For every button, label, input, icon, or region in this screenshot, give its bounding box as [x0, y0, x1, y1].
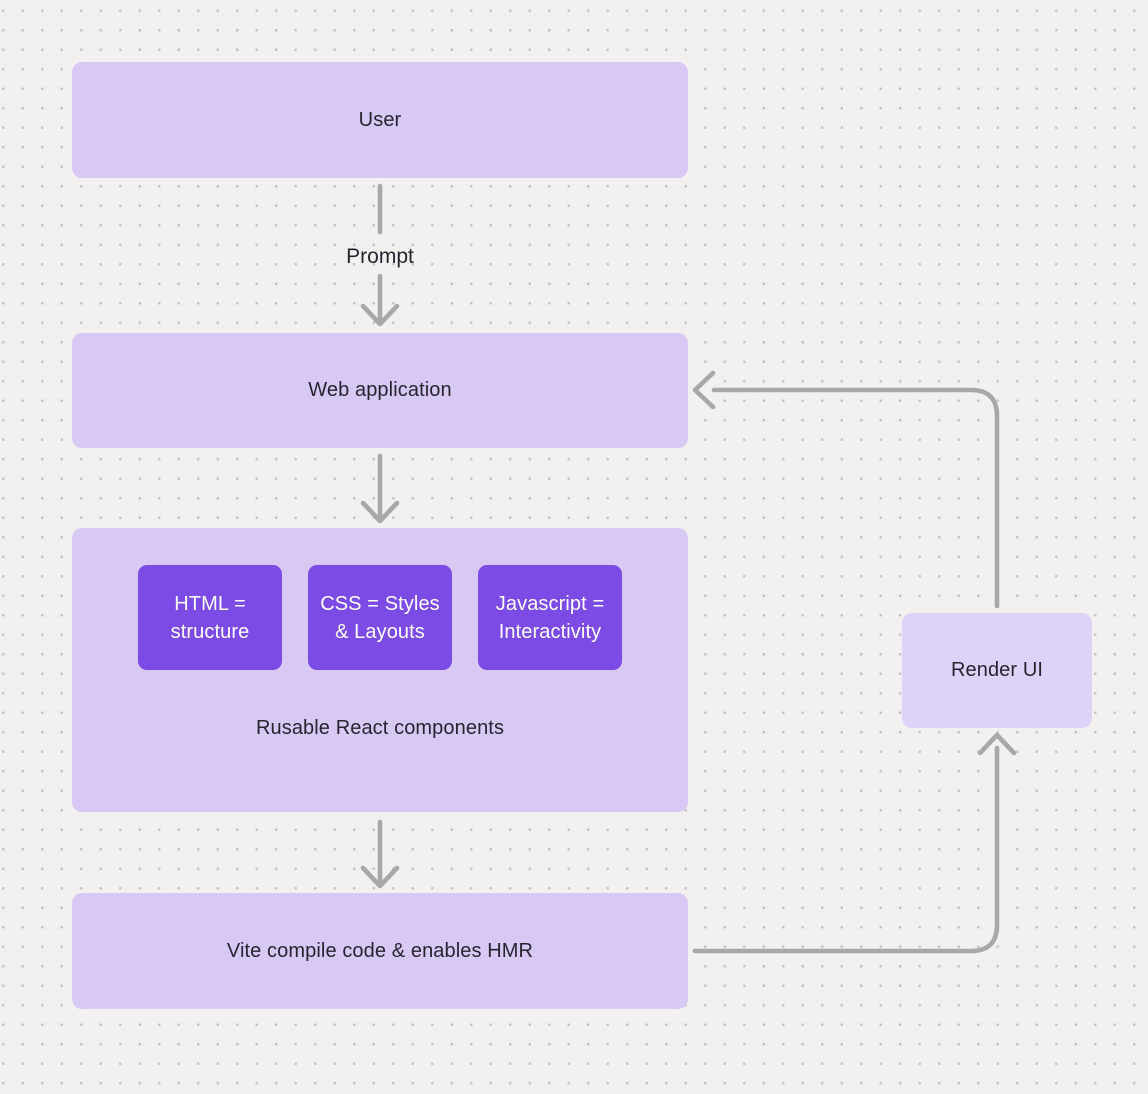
node-vite-label: Vite compile code & enables HMR: [226, 939, 534, 962]
arrow-user-to-web-head: [360, 303, 400, 327]
arrow-render-to-web-head: [692, 370, 716, 410]
node-user-label: User: [358, 108, 402, 131]
chip-css-styles: CSS = Styles & Layouts: [308, 565, 452, 670]
chip-html-line1: HTML =: [174, 592, 246, 615]
node-web-application-label: Web application: [308, 379, 452, 401]
arrow-render-to-web-line: [711, 387, 1000, 609]
chip-js-line2: Interactivity: [498, 620, 602, 643]
arrow-vite-to-render-line: [692, 745, 1000, 954]
node-components-group: HTML = structure CSS = Styles & Layouts …: [72, 528, 688, 812]
node-render-ui: Render UI: [902, 613, 1092, 728]
chip-css-line1: CSS = Styles: [320, 592, 440, 615]
chip-html-structure: HTML = structure: [138, 565, 282, 670]
chip-javascript-interactivity: Javascript = Interactivity: [478, 565, 622, 670]
node-user: User: [72, 62, 688, 178]
components-group-caption: Rusable React components: [255, 717, 505, 739]
edge-label-prompt: Prompt: [346, 245, 414, 268]
arrow-web-to-group-head: [360, 500, 400, 524]
node-web-application: Web application: [72, 333, 688, 448]
chip-css-line2: & Layouts: [335, 620, 425, 643]
node-render-ui-label: Render UI: [950, 659, 1044, 681]
arrow-vite-to-render-head: [977, 732, 1017, 756]
node-vite: Vite compile code & enables HMR: [72, 893, 688, 1009]
chip-html-line2: structure: [170, 620, 250, 643]
chip-js-line1: Javascript =: [495, 592, 605, 615]
arrow-group-to-vite-head: [360, 865, 400, 889]
